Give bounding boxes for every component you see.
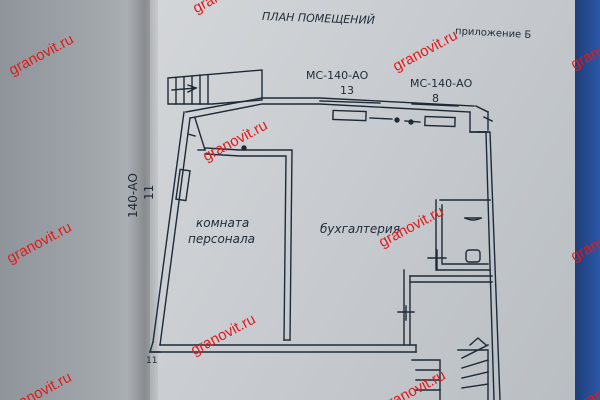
side-equipment-number: 11 xyxy=(142,184,156,200)
top-windows xyxy=(319,100,459,107)
partition-walls xyxy=(194,117,493,346)
blue-binder-edge xyxy=(575,0,600,400)
left-page xyxy=(0,0,150,400)
side-equipment-model: 140-АО xyxy=(126,173,140,218)
equipment-model-2: МС-140-АО xyxy=(410,77,473,90)
stair-top-left xyxy=(167,69,263,105)
equipment-units xyxy=(175,109,456,202)
equipment-model-1: МС-140-АО xyxy=(306,69,369,82)
page-fold-shadow xyxy=(128,0,158,400)
door-marks xyxy=(397,116,493,321)
room-staff-line1: комната xyxy=(196,216,250,230)
plan-page xyxy=(150,0,575,400)
corner-number: 11 xyxy=(146,356,158,366)
equipment-number-1: 13 xyxy=(340,84,354,97)
stair-bottom xyxy=(411,337,489,400)
room-accounting: бухгалтерия xyxy=(320,222,400,236)
room-staff-line2: персонала xyxy=(188,232,256,246)
outer-walls xyxy=(149,97,501,400)
equipment-number-2: 8 xyxy=(432,92,439,105)
bathroom-fixtures xyxy=(464,217,482,263)
